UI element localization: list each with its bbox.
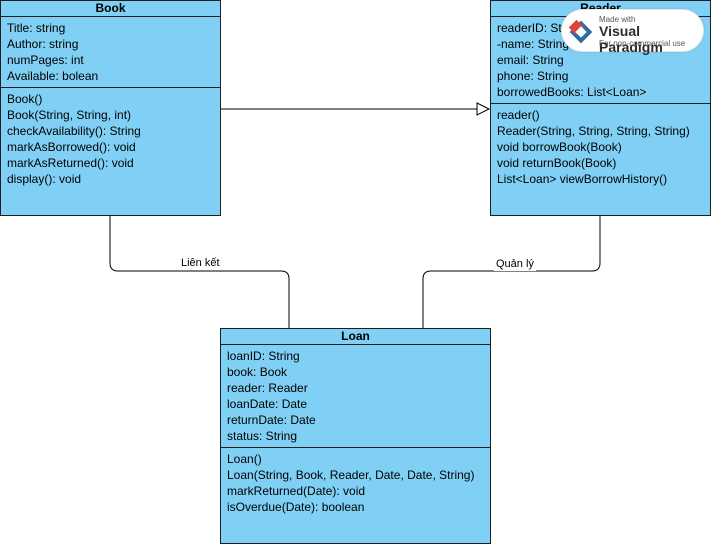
method: Loan(String, Book, Reader, Date, Date, S… (227, 468, 475, 482)
method: display(): void (7, 172, 82, 186)
class-book[interactable]: Book Title: string Author: string numPag… (0, 0, 221, 216)
class-loan[interactable]: Loan loanID: String book: Book reader: R… (220, 328, 491, 544)
watermark-made-with: Made with (599, 15, 636, 24)
method: void returnBook(Book) (497, 156, 617, 170)
attribute: book: Book (227, 365, 288, 379)
attribute: Author: string (7, 37, 79, 51)
attributes-section: readerID: String -name: String email: St… (491, 17, 710, 104)
methods-section: Book() Book(String, String, int) checkAv… (1, 88, 220, 187)
attribute: email: String (497, 53, 564, 67)
method: Book() (7, 92, 43, 106)
method: void borrowBook(Book) (497, 140, 622, 154)
methods-section: reader() Reader(String, String, String, … (491, 104, 710, 187)
attribute: borrowedBooks: List<Loan> (497, 85, 647, 99)
association-line-book-loan (109, 215, 290, 328)
visual-paradigm-watermark: Made with Visual Paradigm For non-commer… (561, 9, 704, 55)
method: List<Loan> viewBorrowHistory() (497, 172, 668, 186)
attribute: numPages: int (7, 53, 84, 67)
attribute: loanDate: Date (227, 397, 308, 411)
class-name: Loan (221, 329, 490, 345)
attribute: reader: Reader (227, 381, 308, 395)
method: markReturned(Date): void (227, 484, 366, 498)
watermark-brand: Visual Paradigm (599, 23, 663, 55)
class-name: Book (1, 1, 220, 17)
generalization-arrowhead (476, 102, 491, 116)
method: markAsBorrowed(): void (7, 140, 136, 154)
attribute: phone: String (497, 69, 569, 83)
association-label-reader-loan: Quản lý (494, 258, 536, 271)
attribute: status: String (227, 429, 298, 443)
method: Loan() (227, 452, 262, 466)
association-line-reader-loan (422, 215, 601, 328)
visual-paradigm-logo-icon (568, 19, 593, 44)
method: markAsReturned(): void (7, 156, 134, 170)
method: Reader(String, String, String, String) (497, 124, 690, 138)
method: isOverdue(Date): boolean (227, 500, 365, 514)
attributes-section: loanID: String book: Book reader: Reader… (221, 345, 490, 448)
attribute: returnDate: Date (227, 413, 316, 427)
attribute: loanID: String (227, 349, 300, 363)
attribute: Available: bolean (7, 69, 99, 83)
method: Book(String, String, int) (7, 108, 132, 122)
methods-section: Loan() Loan(String, Book, Reader, Date, … (221, 448, 490, 515)
attribute: -name: String (497, 37, 570, 51)
attribute: Title: string (7, 21, 66, 35)
attribute: readerID: String (497, 21, 582, 35)
attributes-section: Title: string Author: string numPages: i… (1, 17, 220, 88)
watermark-note: For non-commercial use (599, 39, 686, 48)
method: reader() (497, 108, 540, 122)
method: checkAvailability(): String (7, 124, 141, 138)
association-label-book-loan: Liên kết (179, 257, 222, 270)
